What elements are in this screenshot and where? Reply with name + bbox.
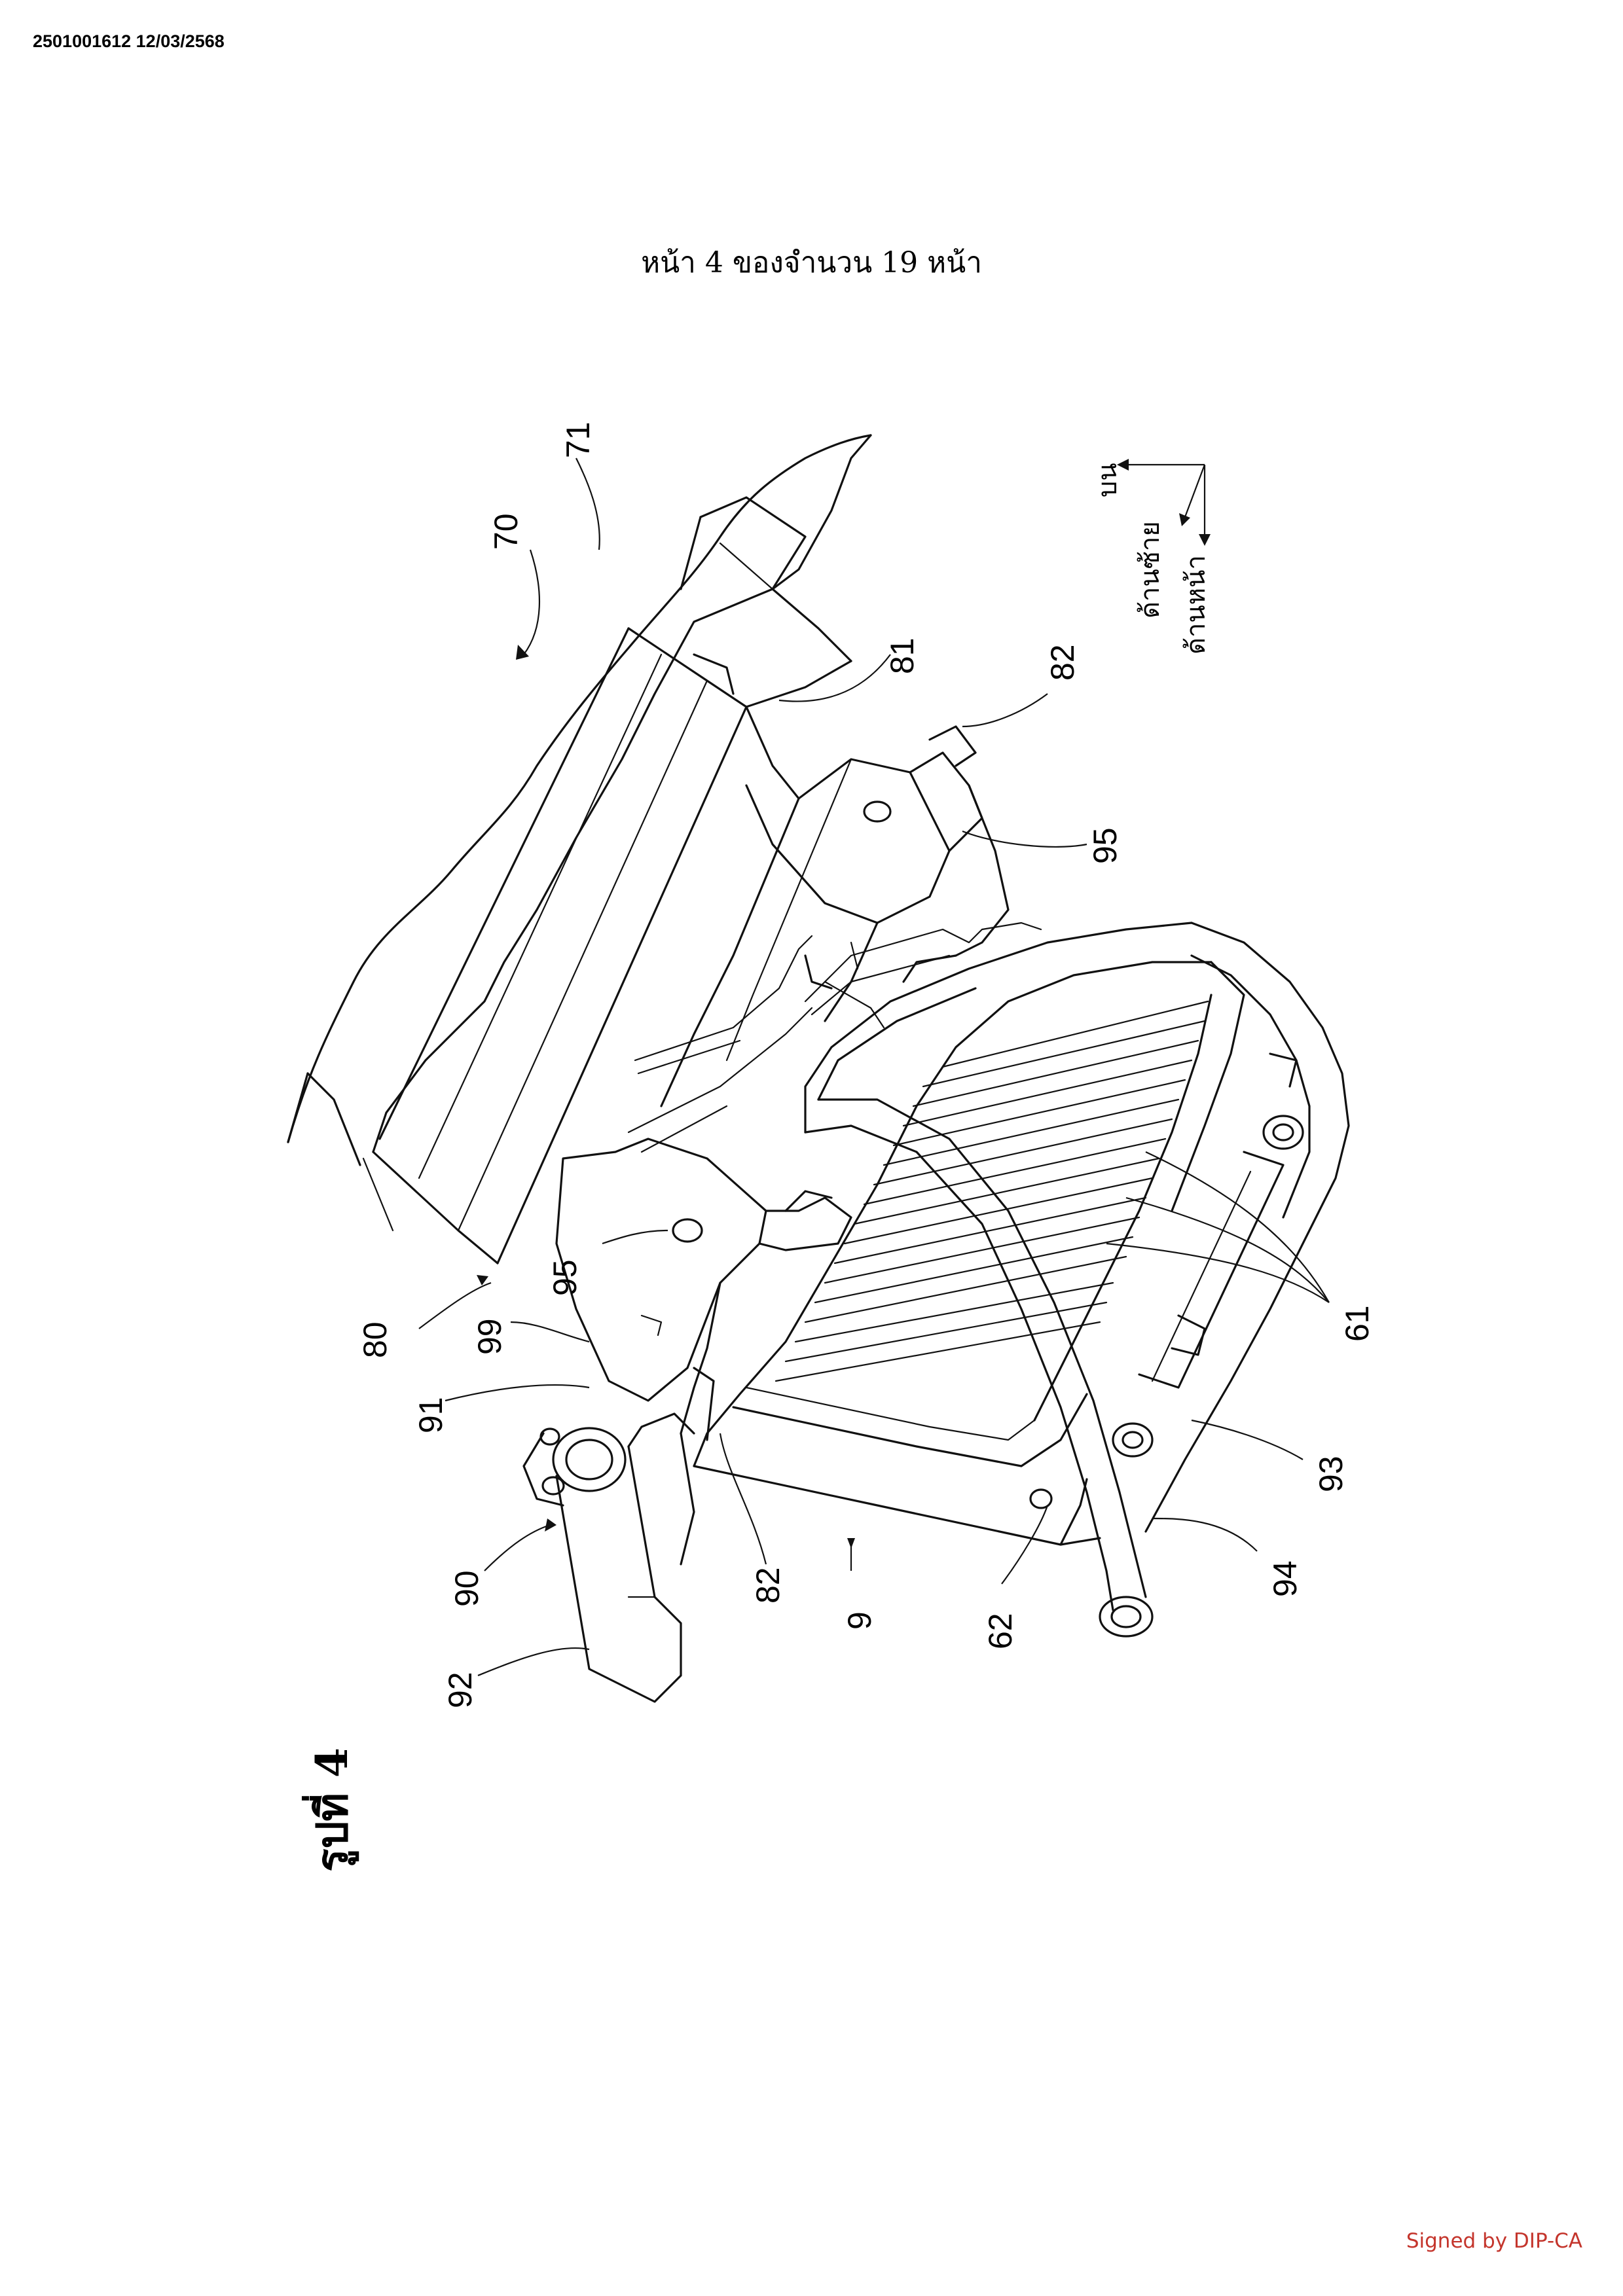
document-id: 2501001612 12/03/2568 bbox=[33, 31, 225, 51]
ref-95: 95 bbox=[547, 1259, 583, 1296]
label-front-side: ด้านหน้า bbox=[1181, 555, 1211, 655]
left-tube bbox=[522, 1367, 715, 1703]
ref-82: 82 bbox=[750, 1567, 786, 1604]
digital-signature: Signed by DIP-CA bbox=[1406, 2229, 1582, 2253]
bracket-right bbox=[627, 706, 1010, 1153]
ref-71: 71 bbox=[560, 422, 596, 458]
wire-rod bbox=[634, 922, 1042, 1075]
heatsink-unit bbox=[693, 961, 1245, 1546]
ref-9: 9 bbox=[841, 1611, 878, 1630]
outer-frame bbox=[804, 922, 1350, 1638]
page-number: หน้า 4 ของจำนวน 19 หน้า bbox=[641, 246, 982, 279]
ref-80: 80 bbox=[357, 1321, 393, 1358]
ref-93: 93 bbox=[1313, 1456, 1349, 1492]
ref-82: 82 bbox=[1044, 644, 1081, 681]
figure-title: รูปที่ 4 bbox=[301, 1748, 359, 1872]
bracket-left bbox=[555, 1138, 852, 1435]
reference-numerals: 71 70 81 82 95 95 61 80 99 91 90 92 82 9… bbox=[357, 422, 1376, 1708]
leader-lines bbox=[418, 457, 1330, 1677]
ref-70: 70 bbox=[488, 513, 524, 550]
ref-92: 92 bbox=[442, 1672, 479, 1708]
ref-61: 61 bbox=[1339, 1305, 1376, 1342]
cover-body bbox=[287, 434, 872, 1265]
ref-95: 95 bbox=[1087, 827, 1123, 864]
orientation-indicator: บน ด้านซ้าย ด้านหน้า bbox=[1093, 459, 1211, 655]
arrow-left-icon bbox=[1179, 513, 1190, 526]
ref-62: 62 bbox=[982, 1613, 1019, 1649]
ref-94: 94 bbox=[1267, 1560, 1304, 1597]
arrow-up-icon bbox=[1117, 459, 1129, 471]
label-up: บน bbox=[1093, 463, 1123, 497]
label-left-side: ด้านซ้าย bbox=[1135, 521, 1165, 619]
ref-81: 81 bbox=[884, 637, 921, 674]
ref-99: 99 bbox=[471, 1318, 508, 1355]
arrow-front-icon bbox=[1199, 534, 1211, 546]
ref-90: 90 bbox=[448, 1570, 485, 1607]
ref-91: 91 bbox=[412, 1397, 449, 1433]
